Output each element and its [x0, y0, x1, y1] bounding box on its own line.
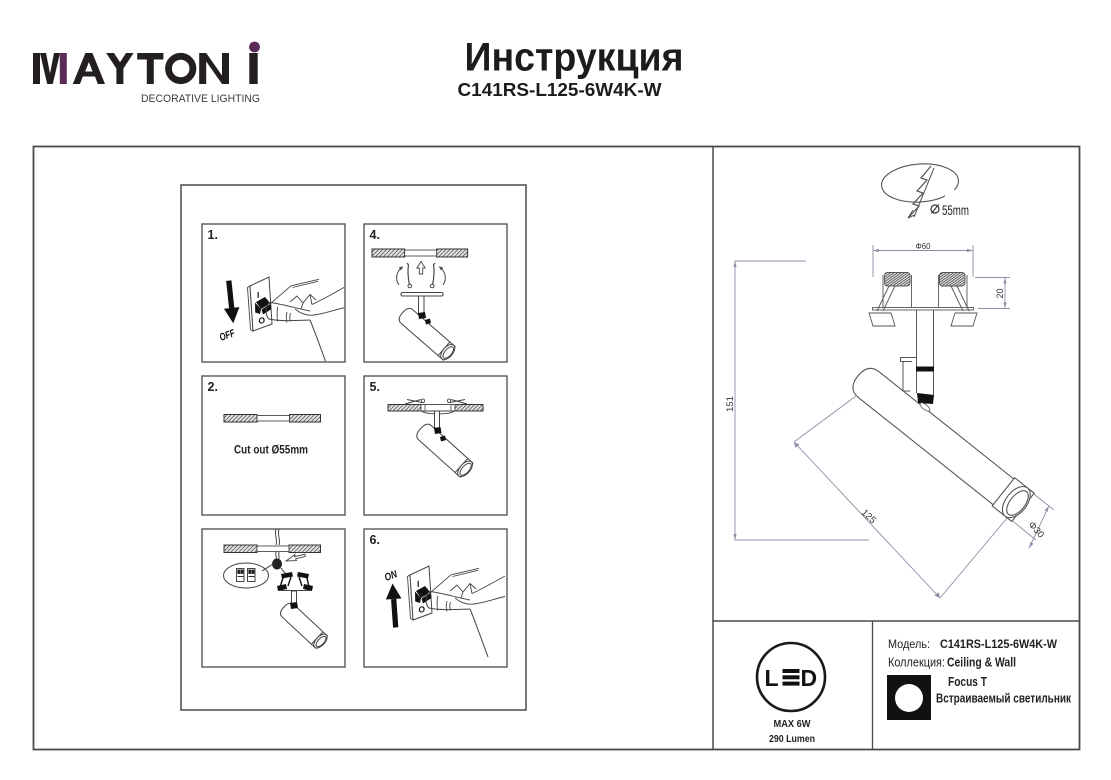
svg-text:Инструкция: Инструкция — [465, 36, 684, 80]
svg-text:2.: 2. — [208, 380, 218, 394]
svg-text:5.: 5. — [370, 380, 380, 394]
svg-text:20: 20 — [995, 288, 1005, 298]
svg-text:Cut out Ø55mm: Cut out Ø55mm — [234, 445, 308, 457]
svg-text:Ceiling & Wall: Ceiling & Wall — [947, 656, 1016, 670]
svg-text:55mm: 55mm — [942, 203, 969, 218]
svg-text:D: D — [801, 665, 818, 691]
svg-text:DECORATIVE LIGHTING: DECORATIVE LIGHTING — [141, 93, 260, 105]
svg-text:6.: 6. — [370, 533, 380, 547]
svg-text:Focus T: Focus T — [948, 675, 987, 689]
svg-text:Коллекция:: Коллекция: — [888, 656, 945, 670]
svg-text:C141RS-L125-6W4K-W: C141RS-L125-6W4K-W — [940, 637, 1058, 651]
svg-text:290 Lumen: 290 Lumen — [769, 734, 815, 745]
svg-text:L: L — [765, 665, 779, 691]
svg-text:OFF: OFF — [218, 327, 237, 344]
svg-text:Модель:: Модель: — [888, 637, 930, 651]
svg-text:1.: 1. — [208, 228, 218, 242]
svg-text:Φ60: Φ60 — [916, 241, 931, 251]
svg-text:151: 151 — [725, 396, 736, 412]
svg-text:Встраиваемый светильник: Встраиваемый светильник — [936, 692, 1072, 706]
svg-text:4.: 4. — [370, 228, 380, 242]
svg-text:ON: ON — [383, 568, 399, 584]
svg-text:MAX 6W: MAX 6W — [774, 719, 812, 730]
svg-text:C141RS-L125-6W4K-W: C141RS-L125-6W4K-W — [458, 79, 663, 100]
